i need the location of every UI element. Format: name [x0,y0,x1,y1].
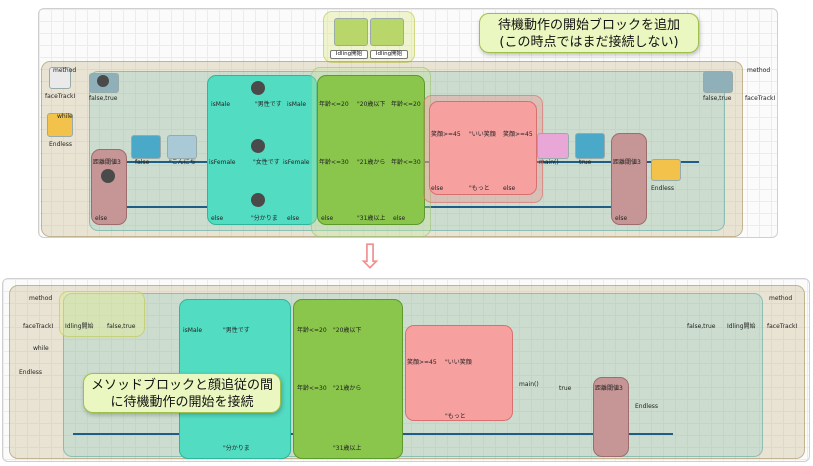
age30-label-1: 年齢<=30 [319,159,349,166]
distance-branch-b[interactable] [593,377,629,457]
age-branch[interactable] [317,75,425,225]
method-b2: method [769,295,793,302]
false-block[interactable] [131,135,161,159]
face-track-label-right: faceTrackI [745,95,776,102]
else-label-8: else [615,215,628,222]
smile-label-2: 笑顔>=45 [503,131,533,138]
dist-label: 距離閾値3 [93,159,121,166]
speech-face-1 [251,81,265,95]
method-label-right: method [747,67,771,74]
male-say-b: "男性です [223,327,250,334]
false-true-label-b: false,true [107,323,136,330]
else-label-6: else [431,185,444,192]
greet-label: "こんにち [169,159,196,166]
false-true-b2: false,true [687,323,716,330]
idling-start-block-group[interactable]: Idling開始 Idling開始 [323,11,415,63]
true-block[interactable] [575,133,605,159]
age-31-say-b: "31歳以上 [333,445,362,452]
is-male-label-1: isMale [211,101,231,108]
endless-label-right: Endless [651,185,675,192]
method-label: method [53,67,77,74]
main-method-b: main() [519,381,539,388]
bottom-canvas: method faceTrackI Idling開始 false,true wh… [2,278,810,462]
method-label-b: method [29,295,53,302]
false-true-label-right: false,true [703,95,732,102]
speech-face-2 [251,139,265,153]
good-smile-say: "いい笑顔 [469,131,496,138]
age20-label-2: 年齢<=20 [391,101,421,108]
face-icon [97,75,109,87]
age-branch-b[interactable] [293,299,403,459]
false-true-label: false,true [89,95,118,102]
else-label-4: else [321,215,334,222]
while-label: while [57,113,73,120]
robot-face-icon [101,169,115,183]
while-block[interactable] [47,113,73,137]
age-21-say-b: "21歳から [333,385,362,392]
more-say: "もっと [469,185,490,192]
distance-branch[interactable] [91,149,127,225]
endless-label-b2: Endless [635,403,659,410]
age30-label-2: 年齢<=30 [391,159,421,166]
dist-label-right: 距離閾値3 [613,159,641,166]
else-label-7: else [503,185,516,192]
age30-b: 年齢<=30 [297,385,327,392]
smile-b: 笑顔>=45 [407,359,437,366]
true-b: true [559,385,572,392]
is-male-label-2: isMale [287,101,307,108]
idling-label-a: Idling開始 [330,50,368,59]
face-track-label-b: faceTrackI [23,323,54,330]
idling-inserted-group[interactable] [59,291,145,337]
speech-face-3 [251,193,265,207]
is-male-b: isMale [183,327,203,334]
age-20-say-b: "20歳以下 [333,327,362,334]
top-callout: 待機動作の開始ブロックを追加 (この時点ではまだ接続しない) [479,13,699,53]
idling-label-b: Idling開始 [370,50,408,59]
method-block[interactable] [49,67,71,89]
age20-b: 年齢<=20 [297,327,327,334]
distance-branch-right[interactable] [611,133,647,225]
idling-start-block-a[interactable] [334,18,368,46]
is-female-label-1: isFemale [209,159,236,166]
more-say-b: "もっと [445,413,466,420]
while-label-b: while [33,345,49,352]
dist-label-b: 距離閾値3 [595,385,623,392]
top-canvas: Idling開始 Idling開始 待機動作の開始ブロックを追加 (この時点では… [38,8,778,238]
true-label: true [579,159,592,166]
smile-branch-b[interactable] [405,325,513,421]
good-smile-b: "いい笑顔 [445,359,472,366]
face-track-label: faceTrackI [45,93,76,100]
unknown-say-label: "分かりま [251,215,278,222]
male-say-label: "男性です [255,101,282,108]
unknown-say-b: "分かりま [223,445,250,452]
main-method-block[interactable] [537,133,569,159]
else-label-2: else [211,215,224,222]
down-arrow-icon: ⇩ [355,237,385,277]
age-20-say: "20歳以下 [357,101,386,108]
age-31-say: "31歳以上 [357,215,386,222]
idling-b2: Idling開始 [727,323,756,330]
face-track-end-block[interactable] [703,71,733,93]
false-label: false [135,159,150,166]
endless-label-b: Endless [19,369,43,376]
method-group-bottom [9,285,805,459]
else-label-3: else [287,215,300,222]
else-label-5: else [393,215,406,222]
smile-label-1: 笑顔>=45 [431,131,461,138]
bottom-callout: メソッドブロックと顔追従の間 に待機動作の開始を接続 [83,373,281,413]
idling-start-block-b[interactable] [370,18,404,46]
else-label-1: else [95,215,108,222]
main-method-label: main() [539,159,559,166]
endless-label: Endless [49,141,73,148]
age-21-say: "21歳から [357,159,386,166]
idling-label-b: Idling開始 [65,323,94,330]
while-end-block[interactable] [651,159,681,181]
face-track-b2: faceTrackI [767,323,798,330]
smile-branch[interactable] [429,101,537,195]
greet-block[interactable] [167,135,197,159]
is-female-label-2: isFemale [283,159,310,166]
female-say-label: "女性です [253,159,280,166]
age20-label-1: 年齢<=20 [319,101,349,108]
